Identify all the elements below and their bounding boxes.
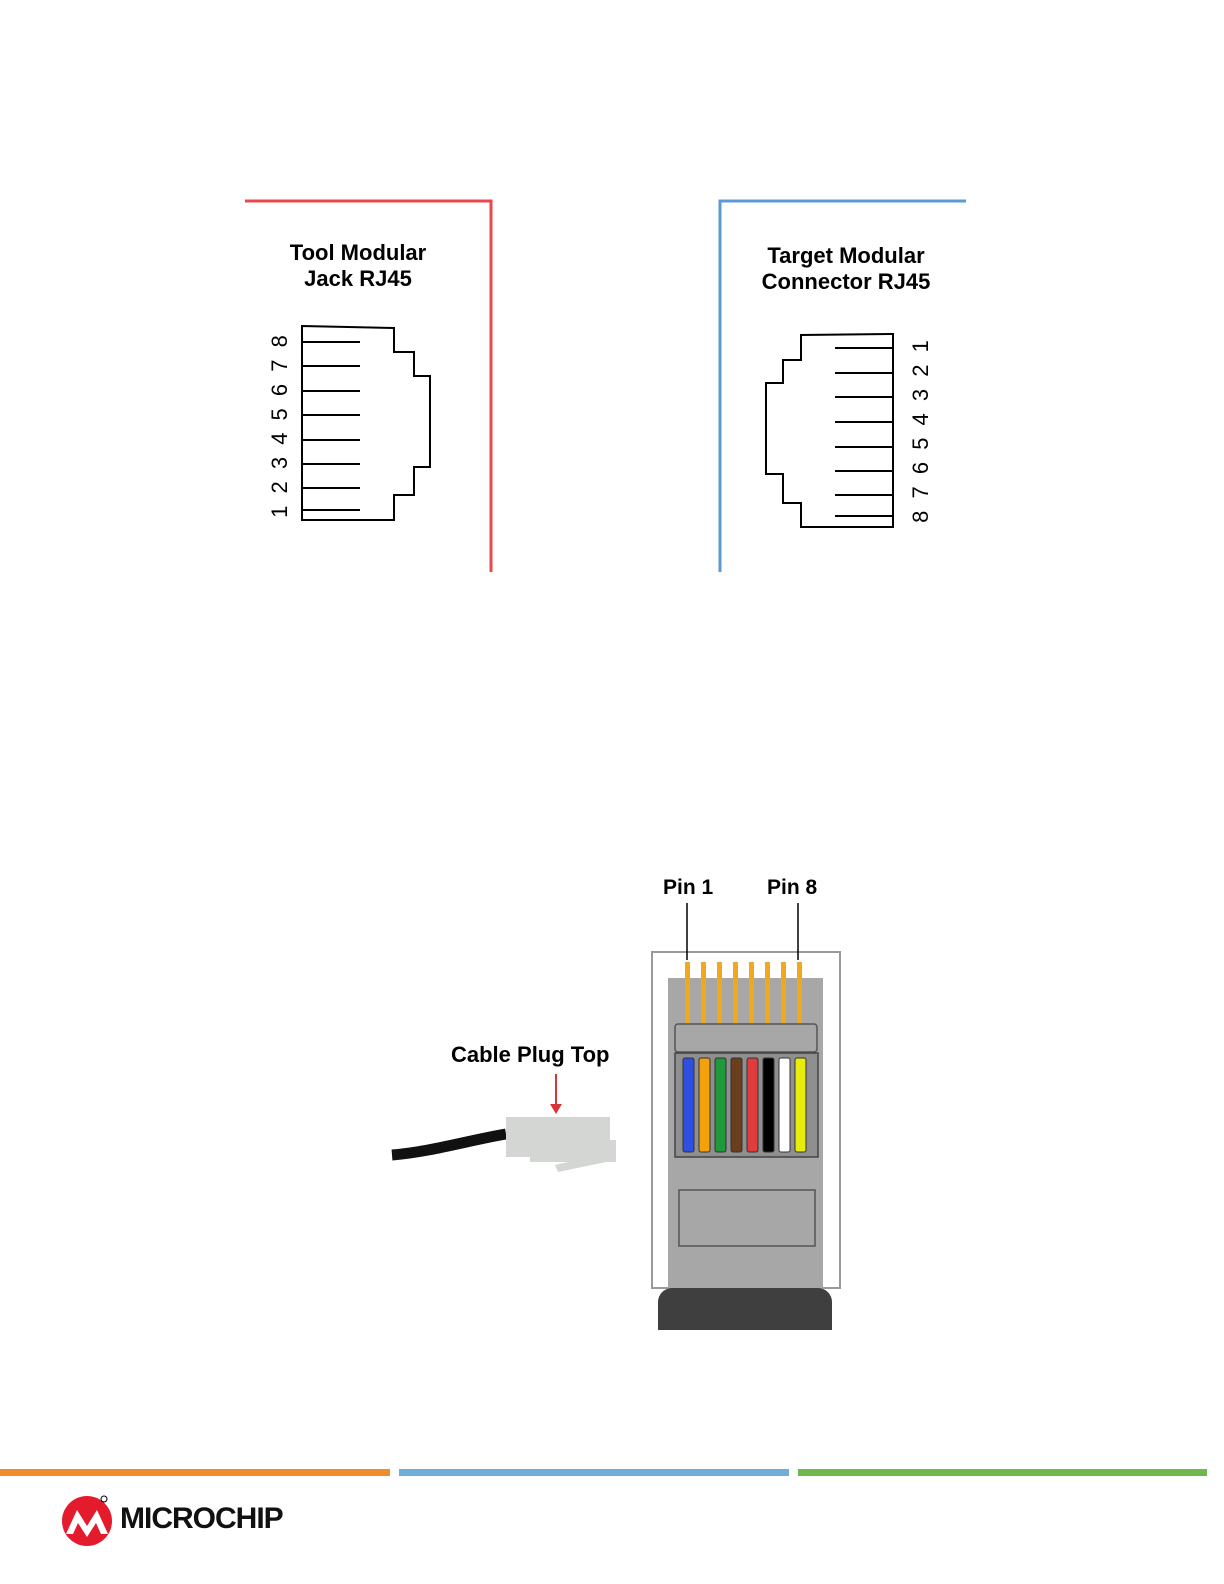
tool-jack-pins bbox=[302, 342, 360, 510]
tool-jack-title-line1: Tool Modular bbox=[258, 240, 458, 266]
target-connector-pins bbox=[835, 348, 893, 516]
footer-bar-blue bbox=[399, 1469, 789, 1476]
tool-jack-outline bbox=[302, 326, 430, 520]
cable-plug-top-label: Cable Plug Top bbox=[451, 1042, 609, 1068]
target-connector-title: Target Modular Connector RJ45 bbox=[736, 243, 956, 295]
wire-2 bbox=[699, 1058, 710, 1152]
tool-jack-title: Tool Modular Jack RJ45 bbox=[258, 240, 458, 292]
cable-wire bbox=[392, 1134, 506, 1155]
wire-7 bbox=[779, 1058, 790, 1152]
wire-4 bbox=[731, 1058, 742, 1152]
microchip-logo: MICROCHIP bbox=[60, 1494, 290, 1548]
microchip-logo-icon bbox=[60, 1494, 116, 1548]
wire-6 bbox=[763, 1058, 774, 1152]
wire-5 bbox=[747, 1058, 758, 1152]
plug-contact-bar bbox=[675, 1024, 817, 1052]
footer-bar-orange bbox=[0, 1469, 390, 1476]
footer-bar-green bbox=[798, 1469, 1207, 1476]
target-connector-outline bbox=[766, 334, 893, 527]
plug-latch-window bbox=[679, 1190, 815, 1246]
wire-1 bbox=[683, 1058, 694, 1152]
wire-8 bbox=[795, 1058, 806, 1152]
target-connector-pin-numbers: 8 7 6 5 4 3 2 1 bbox=[908, 337, 934, 523]
pin1-label: Pin 1 bbox=[663, 876, 713, 900]
cable-side-view bbox=[392, 1074, 616, 1172]
tool-jack-title-line2: Jack RJ45 bbox=[258, 266, 458, 292]
wire-3 bbox=[715, 1058, 726, 1152]
pin8-label: Pin 8 bbox=[767, 876, 817, 900]
target-connector-title-line2: Connector RJ45 bbox=[736, 269, 956, 295]
plug-front-view bbox=[652, 903, 840, 1330]
target-connector-title-line1: Target Modular bbox=[736, 243, 956, 269]
tool-jack-pin-numbers: 1 2 3 4 5 6 7 8 bbox=[267, 332, 293, 518]
microchip-brand-text: MICROCHIP bbox=[120, 1502, 283, 1536]
